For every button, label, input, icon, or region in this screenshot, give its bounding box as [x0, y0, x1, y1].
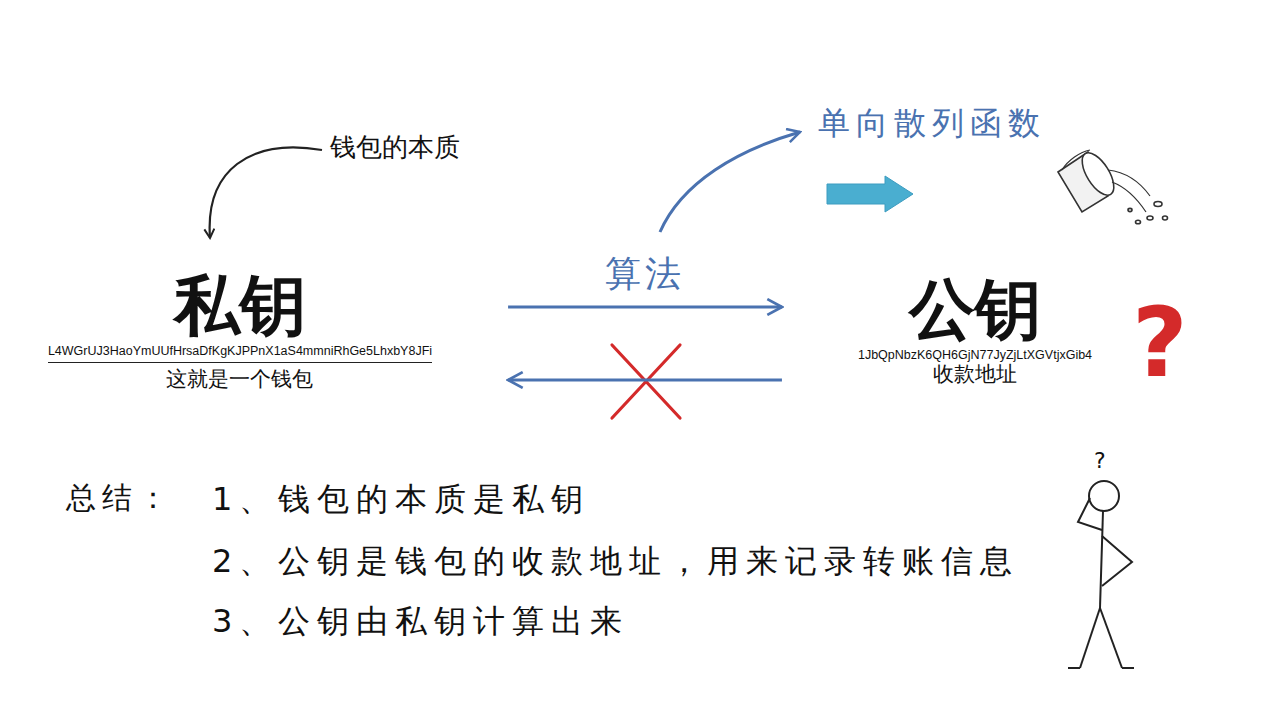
- curved-arrow: [660, 132, 800, 232]
- summary-heading: 总结：: [66, 480, 174, 516]
- node-title: 公钥: [858, 272, 1092, 348]
- function-label: 单向散列函数: [818, 104, 1046, 142]
- node-caption: 收款地址: [858, 362, 1092, 386]
- node-caption: 这就是一个钱包: [48, 367, 432, 391]
- block-arrow: [827, 176, 913, 212]
- node-title: 私钥: [48, 268, 432, 344]
- key-string: 1JbQpNbzK6QH6GjN77JyZjLtXGVtjxGib4: [858, 348, 1092, 362]
- flow-arrow: [508, 379, 782, 382]
- key-group: 私钥L4WGrUJ3HaoYmUUfHrsaDfKgKJPPnX1aS4mmni…: [42, 264, 438, 395]
- summary-line: 1、钱包的本质是私钥: [212, 480, 590, 518]
- stick-figure: [1068, 481, 1134, 668]
- flow-arrow: [508, 306, 782, 309]
- bucket-illustration: [1058, 148, 1168, 224]
- leader-arrow: [210, 148, 322, 238]
- summary-line: 3、公钥由私钥计算出来: [212, 602, 629, 640]
- key-string: L4WGrUJ3HaoYmUUfHrsaDfKgKJPPnX1aS4mmniRh…: [48, 344, 432, 363]
- edge-label: 算法: [605, 252, 685, 295]
- key-group: 公钥1JbQpNbzK6QH6GjN77JyZjLtXGVtjxGib4收款地址: [852, 268, 1098, 390]
- note-text: 钱包的本质: [330, 132, 460, 163]
- question-mark: ?: [1132, 286, 1188, 401]
- question-mark: ?: [1094, 448, 1106, 474]
- summary-line: 2、公钥是钱包的收款地址，用来记录转账信息: [212, 542, 1019, 580]
